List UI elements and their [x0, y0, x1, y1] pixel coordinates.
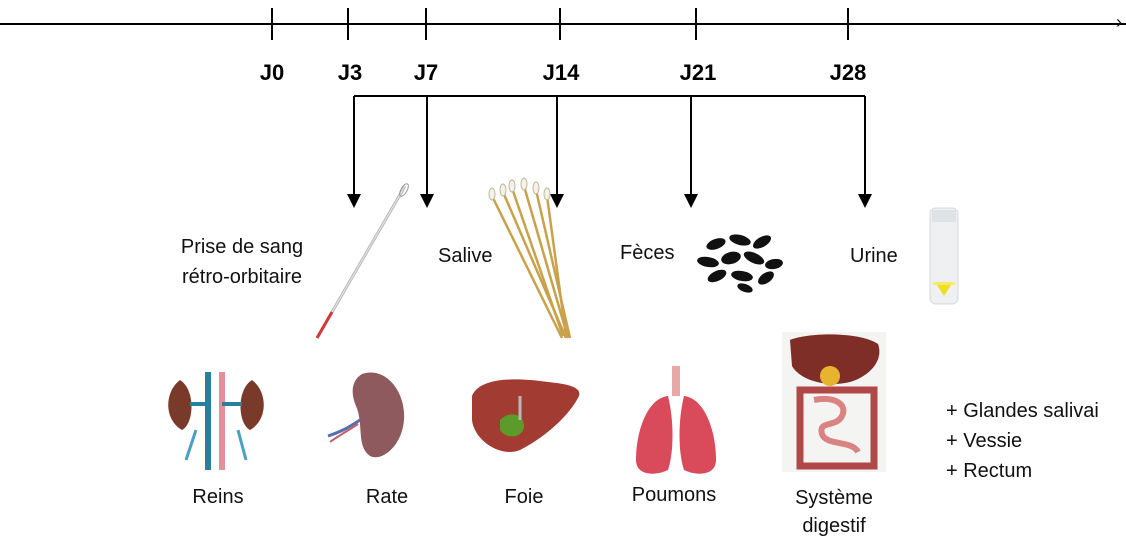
- sampling-connector: [354, 96, 865, 196]
- day-label-j14: J14: [543, 60, 580, 86]
- sample-label-blood-line1: Prise de sang: [181, 232, 303, 262]
- day-label-j0: J0: [260, 60, 284, 86]
- organ-label-liver: Foie: [505, 486, 544, 509]
- arrow-j14: [550, 194, 564, 208]
- syringe-needle-icon: [317, 182, 410, 338]
- sample-label-saliva: Salive: [438, 245, 492, 268]
- day-label-j7: J7: [414, 60, 438, 86]
- sample-label-urine: Urine: [850, 245, 898, 268]
- organ-label-digestive-line1: Système: [795, 484, 873, 512]
- sampling-arrows: [347, 194, 872, 208]
- extra-organ-rectum: + Rectum: [946, 456, 1099, 486]
- day-label-j3: J3: [338, 60, 362, 86]
- cotton-swabs-icon: [492, 186, 570, 338]
- day-label-j21: J21: [680, 60, 717, 86]
- liver-icon: [472, 379, 579, 452]
- organ-label-kidneys: Reins: [192, 486, 243, 509]
- arrow-j21: [684, 194, 698, 208]
- arrow-j3: [347, 194, 361, 208]
- extra-organ-bladder: + Vessie: [946, 426, 1099, 456]
- axis-end-marker: ›: [1116, 12, 1122, 33]
- arrow-j7: [420, 194, 434, 208]
- organ-label-digestive: Système digestif: [795, 484, 873, 540]
- extra-organs-list: + Glandes salivai + Vessie + Rectum: [946, 396, 1099, 486]
- arrow-j28: [858, 194, 872, 208]
- urine-tube-icon: [930, 208, 958, 304]
- spleen-icon: [328, 373, 404, 458]
- sample-label-feces: Fèces: [620, 242, 674, 265]
- cotton-swab-tips: [489, 178, 550, 200]
- organ-label-spleen: Rate: [366, 486, 408, 509]
- kidneys-icon: [168, 372, 264, 470]
- digestive-system-icon: [782, 332, 886, 472]
- lungs-icon: [636, 366, 716, 474]
- day-label-j28: J28: [830, 60, 867, 86]
- organ-label-digestive-line2: digestif: [795, 512, 873, 540]
- sample-label-blood: Prise de sang rétro-orbitaire: [181, 232, 303, 292]
- organ-label-lungs: Poumons: [632, 484, 717, 507]
- extra-organ-salivary: + Glandes salivai: [946, 396, 1099, 426]
- sample-label-blood-line2: rétro-orbitaire: [181, 262, 303, 292]
- feces-pellets-icon: [696, 232, 783, 294]
